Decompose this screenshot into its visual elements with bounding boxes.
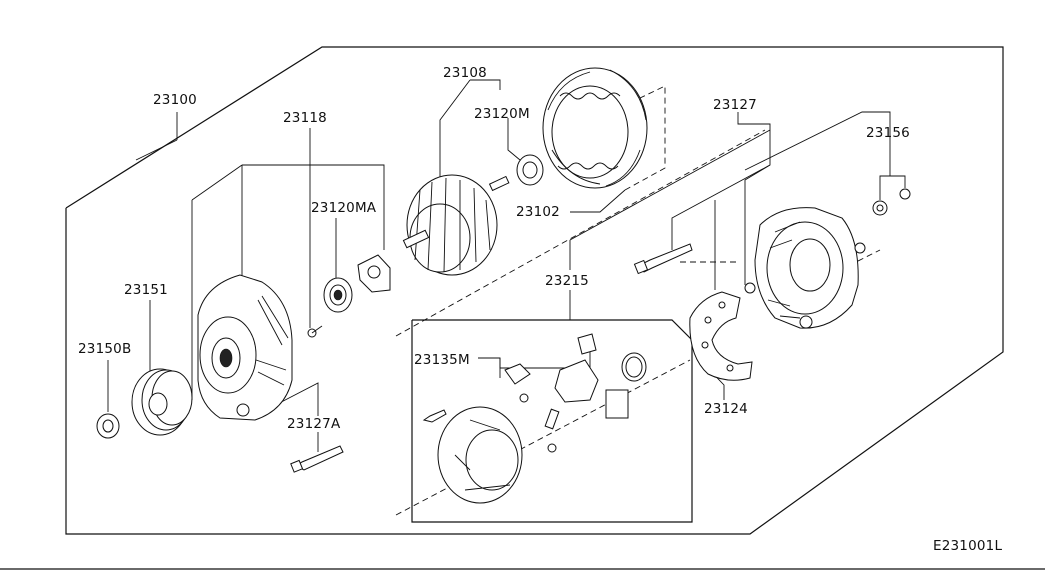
washer [744,282,756,294]
label-23151: 23151 [124,282,168,298]
rectifier [689,291,753,381]
label-23120MA: 23120MA [311,200,377,216]
bolt-23127A [290,445,344,473]
assembly-frame [0,46,1045,570]
label-23215: 23215 [545,273,589,289]
label-23118: 23118 [283,110,327,126]
through-bolt [633,243,693,275]
label-23127A: 23127A [287,416,341,432]
bearing-23120MA [323,277,353,313]
label-23124: 23124 [704,401,748,417]
bearing-23120M [516,154,544,186]
label-23135M: 23135M [414,352,470,368]
rear-end-frame [754,207,866,329]
parts-drawings [96,67,911,504]
screw-23118 [307,325,323,338]
part-labels: 23100 23108 23120M 23118 23120MA 23102 2… [78,65,1002,554]
front-end-frame [197,274,293,421]
rotor [402,174,510,276]
label-23108: 23108 [443,65,487,81]
bearing-retainer [357,254,391,293]
nuts-23156 [872,188,911,216]
label-23102: 23102 [516,204,560,220]
brush-holder-parts [422,333,647,504]
pulley-nut [96,413,120,439]
label-23127: 23127 [713,97,757,113]
label-23120M: 23120M [474,106,530,122]
label-23150B: 23150B [78,341,131,357]
stator [542,67,648,189]
brush-holder-frame [395,129,766,523]
label-23100: 23100 [153,92,197,108]
pulley [131,368,193,436]
label-23156: 23156 [866,125,910,141]
diagram-code: E231001L [933,538,1002,554]
